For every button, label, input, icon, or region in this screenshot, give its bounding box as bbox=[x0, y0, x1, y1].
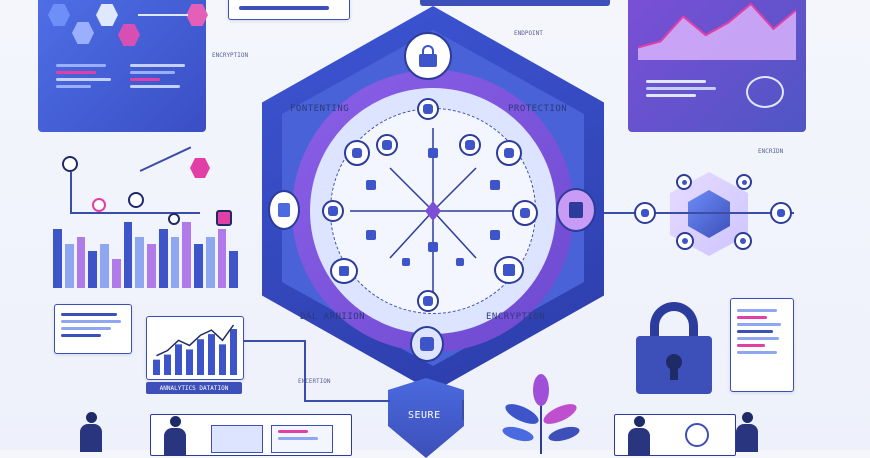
top-left-label: ENCRYPTION bbox=[212, 52, 249, 59]
lock-icon bbox=[404, 32, 452, 80]
analytics-card bbox=[146, 316, 244, 380]
document-card bbox=[54, 304, 132, 354]
bar-mark bbox=[147, 244, 156, 288]
desk-panel bbox=[150, 414, 352, 456]
gauge-icon bbox=[685, 423, 709, 447]
bar-mark bbox=[88, 251, 97, 288]
top-right-panel bbox=[628, 0, 806, 132]
bar-mark bbox=[182, 222, 191, 288]
bar-mark bbox=[76, 236, 86, 288]
top-card bbox=[228, 0, 350, 20]
document-icon bbox=[494, 256, 524, 284]
top-right-chart bbox=[638, 2, 796, 60]
small-node bbox=[168, 213, 180, 225]
bar-mark bbox=[100, 244, 109, 288]
ring-node bbox=[676, 174, 692, 190]
hexagon-icon bbox=[190, 158, 210, 178]
ring-node bbox=[676, 232, 694, 250]
padlock-icon bbox=[268, 190, 300, 230]
top-left-panel bbox=[38, 0, 208, 132]
hex-left-label: FONTENTING bbox=[290, 104, 350, 114]
ring-node bbox=[512, 200, 538, 226]
ring-node bbox=[496, 140, 522, 166]
left-bar-chart bbox=[52, 222, 240, 288]
center-chart bbox=[153, 324, 237, 375]
padlock-icon bbox=[636, 302, 712, 394]
bar-mark bbox=[217, 229, 227, 288]
bar-mark bbox=[208, 334, 215, 375]
bar-mark bbox=[135, 236, 144, 288]
bar-mark bbox=[230, 329, 237, 375]
hexagon-icon bbox=[118, 24, 140, 46]
hexagon-icon bbox=[48, 4, 70, 26]
person-figure bbox=[164, 416, 186, 456]
bar-mark bbox=[175, 344, 182, 375]
bar-mark bbox=[170, 236, 180, 288]
gauge-icon bbox=[746, 76, 784, 108]
hexagon-icon bbox=[72, 22, 94, 44]
chart-caption-text: ANNALYTICS DATATION bbox=[159, 384, 229, 392]
ring-node bbox=[417, 98, 439, 120]
bar-mark bbox=[194, 244, 203, 288]
small-node bbox=[128, 192, 144, 208]
ring-node bbox=[734, 232, 752, 250]
top-right-label: ENDPOINT bbox=[514, 30, 543, 37]
bar-mark bbox=[111, 258, 121, 288]
bar-mark bbox=[197, 339, 204, 375]
right-small-label: ENCRIDN bbox=[758, 148, 784, 155]
connector-line bbox=[138, 14, 188, 16]
bar-mark bbox=[219, 344, 226, 375]
small-node bbox=[62, 156, 78, 172]
bar-mark bbox=[164, 354, 171, 375]
center-network bbox=[350, 128, 516, 294]
small-node bbox=[216, 210, 232, 226]
area-mark bbox=[638, 4, 796, 60]
person-figure bbox=[628, 416, 650, 456]
ring-node bbox=[376, 134, 398, 156]
person-figure bbox=[80, 412, 102, 452]
ring-node bbox=[736, 174, 752, 190]
plant-icon bbox=[502, 374, 580, 454]
bar-mark bbox=[229, 251, 238, 288]
bar-mark bbox=[64, 244, 74, 288]
document-card bbox=[730, 298, 794, 392]
hexagon-icon bbox=[186, 4, 208, 26]
padlock-icon bbox=[330, 258, 358, 284]
person-figure bbox=[736, 412, 758, 452]
ring-node bbox=[634, 202, 656, 224]
bar-mark bbox=[205, 236, 215, 288]
bar-mark bbox=[153, 359, 160, 375]
shield-text: SEURE bbox=[408, 410, 441, 421]
hex-bottom-right-label: ENCRYPTION bbox=[486, 312, 546, 322]
document-icon bbox=[556, 188, 596, 232]
hex-right-label: PROTECTION bbox=[508, 104, 568, 114]
ring-node bbox=[417, 290, 439, 312]
ring-node bbox=[770, 202, 792, 224]
hex-bottom-left-label: DAL ARNIION bbox=[300, 312, 366, 322]
bar-mark bbox=[53, 229, 62, 288]
right-hexagon-core bbox=[688, 190, 730, 238]
bar-mark bbox=[123, 222, 133, 288]
chart-caption: ANNALYTICS DATATION bbox=[146, 382, 242, 394]
ring-node bbox=[344, 140, 370, 166]
bottom-node bbox=[410, 326, 444, 362]
bar-mark bbox=[158, 229, 168, 288]
trend-line bbox=[156, 324, 235, 357]
trend-line bbox=[638, 2, 796, 49]
small-node bbox=[92, 198, 106, 212]
ring-node bbox=[322, 200, 344, 222]
hexagon-icon bbox=[96, 4, 118, 26]
bottom-center-label: ENCERTION bbox=[298, 378, 331, 385]
top-strip bbox=[420, 0, 610, 6]
ring-node bbox=[459, 134, 481, 156]
bar-mark bbox=[186, 349, 193, 375]
